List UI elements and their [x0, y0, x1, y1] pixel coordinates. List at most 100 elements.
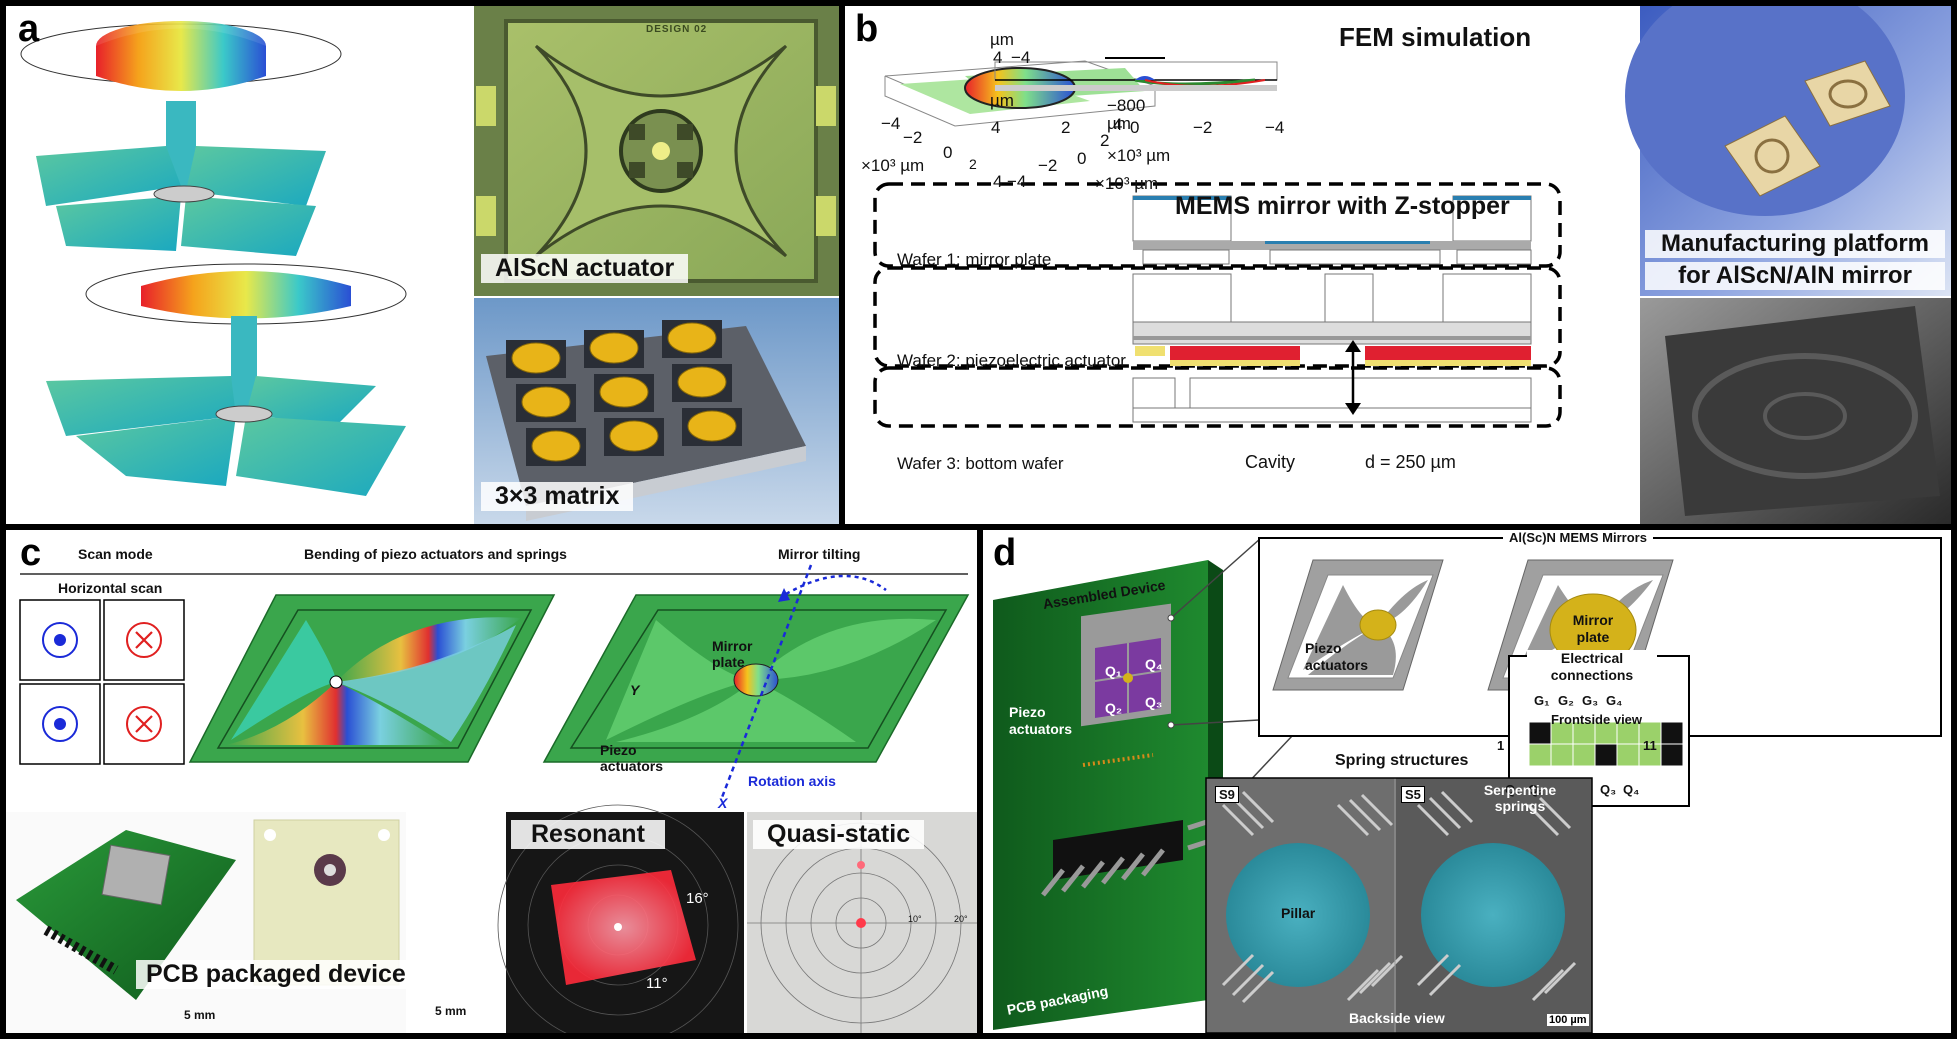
piezo-inner-label: Piezo actuators	[1305, 640, 1369, 673]
cavity-label: Cavity	[1245, 452, 1296, 472]
g4-label: G₄	[1606, 693, 1623, 708]
matrix-mirror-disk	[521, 386, 571, 418]
q1-label: Q₁	[1105, 663, 1122, 679]
col-mirror-tilting: Mirror tilting	[778, 546, 861, 562]
fem3d-y-tick-2: −2	[1038, 156, 1058, 175]
fem2d-y-tick-top: 4	[993, 48, 1003, 67]
matrix-caption: 3×3 matrix	[481, 482, 634, 511]
panel-c-label: c	[20, 532, 42, 574]
mirror-zstopper-title: MEMS mirror with Z-stopper	[1175, 192, 1510, 220]
scale-right: 5 mm	[435, 1004, 467, 1018]
panel-a: a DESIGN 02 AlScN actuator 3×3 matrix	[6, 6, 839, 524]
fem3d-z-unit: µm	[1107, 114, 1131, 133]
fem3d-y-tick-1: −4	[1007, 172, 1027, 191]
fem2d-x-tick-0: 4	[991, 118, 1001, 137]
pcb-caption: PCB packaged device	[136, 960, 416, 989]
x-axis-label: X	[718, 795, 728, 811]
mirror-plate-inner-label: Mirror plate	[1572, 612, 1614, 645]
panel-d: d Assembled Device Piezo actuators Q₁ Q₄…	[983, 530, 1951, 1033]
fem2d-x-tick-2: 0	[1130, 118, 1140, 137]
horizontal-scan-label: Horizontal scan	[58, 580, 163, 596]
wafer2-label: Wafer 2: piezoelectric actuator	[897, 351, 1126, 370]
q3-pin-label: Q₃	[1600, 782, 1617, 797]
q2-pin-label: Q₂	[1528, 782, 1544, 797]
pin-cell	[1528, 743, 1552, 767]
actuator-caption: AlScN actuator	[481, 254, 689, 283]
matrix-mirror-disk	[511, 342, 561, 374]
pin-last-label: 11	[1643, 738, 1657, 753]
mirror-plate-label: Mirror plate	[712, 638, 753, 670]
pin-first-label: 1	[1497, 738, 1505, 753]
pin-cell	[1660, 743, 1684, 767]
g1-label: G₁	[1534, 693, 1550, 708]
piezo-actuators-label: Piezo actuators	[600, 742, 664, 774]
matrix-mirror-disk	[677, 366, 727, 398]
pin-cell	[1660, 721, 1684, 745]
fem2d-x-tick-4: −4	[1265, 118, 1285, 137]
matrix-mirror-disk	[599, 376, 649, 408]
fem-2d-plot	[994, 57, 1278, 91]
scan-mode-grid	[19, 599, 185, 765]
s5-label: S5	[1401, 786, 1425, 803]
matrix-mirror-disk	[609, 420, 659, 452]
fem3d-z-tick: −800	[1107, 96, 1146, 115]
backside-label: Backside view	[1349, 1010, 1445, 1026]
panel-b: b FEM simulation −800 µm −4 −2 0 2 4 ×10…	[845, 6, 1951, 524]
fem-title: FEM simulation	[1339, 22, 1532, 52]
frontside-label: Frontside view	[1551, 712, 1643, 727]
fem2d-y-tick-neg: −4	[1011, 48, 1031, 67]
matrix-mirror-disk	[589, 332, 639, 364]
tick-20: 20°	[954, 914, 968, 924]
quasi-static-label: Quasi-static	[753, 820, 925, 849]
pin-cell	[1616, 743, 1640, 767]
s9-label: S9	[1215, 786, 1239, 803]
scale-left: 5 mm	[184, 1008, 216, 1022]
pin-cell	[1550, 743, 1574, 767]
serpentine-label: Serpentine springs	[1483, 782, 1557, 814]
pin-cell	[1572, 743, 1596, 767]
col-bending: Bending of piezo actuators and springs	[304, 546, 567, 562]
fem3d-y-tick-3: 0	[1077, 149, 1087, 168]
fem2d-y-unit-top: µm	[990, 30, 1014, 49]
mirror-sim-lower	[46, 263, 407, 496]
col-scan-mode: Scan mode	[78, 546, 153, 562]
panel-d-label: d	[993, 532, 1017, 574]
angle-16: 16°	[686, 890, 709, 907]
fem3d-y-tick-5: 4	[1113, 115, 1123, 134]
fem3d-x-tick-2: 0	[943, 143, 953, 162]
matrix-mirror-disk	[531, 430, 581, 462]
pin-cell	[1594, 743, 1618, 767]
fem2d-x-tick-3: −2	[1193, 118, 1213, 137]
mems-mirrors-box	[1258, 537, 1942, 737]
pcb-board	[993, 537, 1294, 1030]
mems-title: Al(Sc)N MEMS Mirrors	[1503, 530, 1653, 545]
piezo-actuators-label-d: Piezo actuators	[1009, 704, 1073, 737]
spring-title: Spring structures	[1335, 752, 1469, 770]
tilting-plate	[542, 564, 970, 801]
pin-cell	[1528, 721, 1552, 745]
angle-11: 11°	[646, 975, 668, 992]
wafer1-label: Wafer 1: mirror plate	[897, 250, 1052, 269]
fem3d-x-unit: ×10³ µm	[861, 156, 925, 175]
platform-caption-1: Manufacturing platform	[1645, 230, 1945, 258]
rotation-axis-label: Rotation axis	[748, 773, 836, 789]
elec-title: Electrical connections	[1527, 650, 1657, 684]
fem3d-x-tick-3: 2	[969, 156, 977, 172]
scale-bar-label: 100 µm	[1547, 1014, 1589, 1026]
fem2d-y-unit-bottom: µm	[990, 91, 1014, 110]
fem2d-x-unit: ×10³ µm	[1107, 146, 1171, 165]
pcb-device-photo	[6, 812, 246, 1033]
fem3d-x-tick-4: 4	[993, 172, 1003, 191]
q4-label: Q₄	[1145, 656, 1163, 672]
spring-photo	[1205, 777, 1593, 1033]
fem2d-x-tick-1: 2	[1061, 118, 1071, 137]
wafer-stack	[873, 182, 1562, 428]
q2-label: Q₂	[1105, 700, 1123, 716]
pcb-backside-photo	[246, 812, 406, 1033]
actuator-micrograph	[474, 6, 839, 296]
panel-b-label: b	[855, 8, 879, 50]
chip-render	[1640, 298, 1951, 524]
y-axis-label: Y	[630, 682, 640, 698]
chip-design-label: DESIGN 02	[646, 24, 708, 35]
wafer3-label: Wafer 3: bottom wafer	[897, 454, 1064, 473]
